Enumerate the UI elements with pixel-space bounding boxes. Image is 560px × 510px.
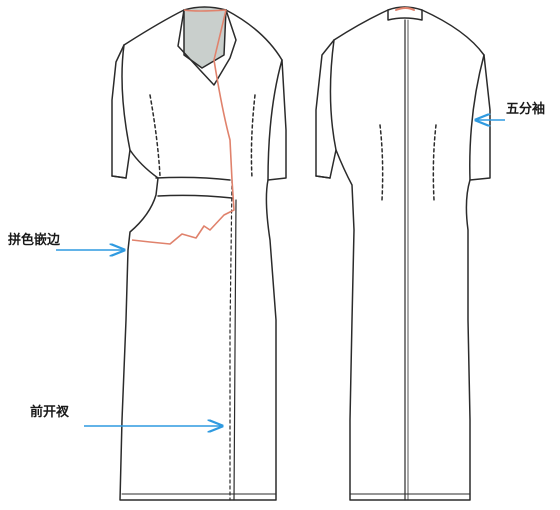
piping-neck-edge bbox=[183, 9, 227, 12]
annotation-arrows bbox=[56, 120, 505, 426]
label-sleeve: 五分袖 bbox=[506, 102, 546, 117]
back-collar-accent bbox=[395, 7, 415, 11]
front-lapel bbox=[177, 9, 237, 86]
back-body-outline bbox=[315, 9, 491, 501]
label-slit: 前开衩 bbox=[30, 405, 70, 420]
back-dart-right bbox=[432, 124, 437, 201]
front-dart-right bbox=[250, 94, 256, 179]
front-slit-edge bbox=[233, 199, 237, 501]
front-right-sleeve bbox=[267, 59, 283, 181]
piping-peplum-edge bbox=[131, 179, 235, 245]
front-body-outline bbox=[111, 9, 287, 501]
label-trim: 拼色嵌边 bbox=[8, 233, 61, 248]
front-waist-seam-lower bbox=[157, 194, 233, 199]
back-collar bbox=[387, 6, 423, 21]
back-dart-left bbox=[379, 124, 384, 201]
front-left-sleeve bbox=[111, 44, 131, 179]
back-right-sleeve bbox=[469, 54, 485, 181]
back-left-sleeve bbox=[315, 39, 337, 179]
contrast-piping bbox=[131, 9, 235, 245]
front-center-line bbox=[229, 179, 233, 501]
front-dart-left bbox=[149, 94, 161, 177]
piping-wrap-edge bbox=[213, 9, 233, 181]
back-view bbox=[315, 6, 491, 501]
front-view bbox=[111, 6, 287, 501]
front-waist-seam bbox=[155, 176, 231, 181]
